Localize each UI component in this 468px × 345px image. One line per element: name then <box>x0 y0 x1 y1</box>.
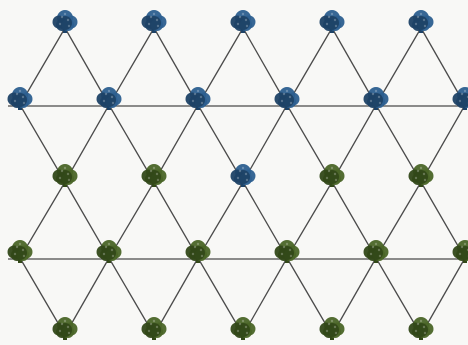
blue-tree-icon <box>320 10 345 33</box>
lattice-nodes <box>8 10 468 340</box>
blue-tree-icon <box>409 10 434 33</box>
blue-tree-icon <box>142 10 167 33</box>
blue-tree-icon <box>231 10 256 33</box>
blue-tree-icon <box>53 10 78 33</box>
